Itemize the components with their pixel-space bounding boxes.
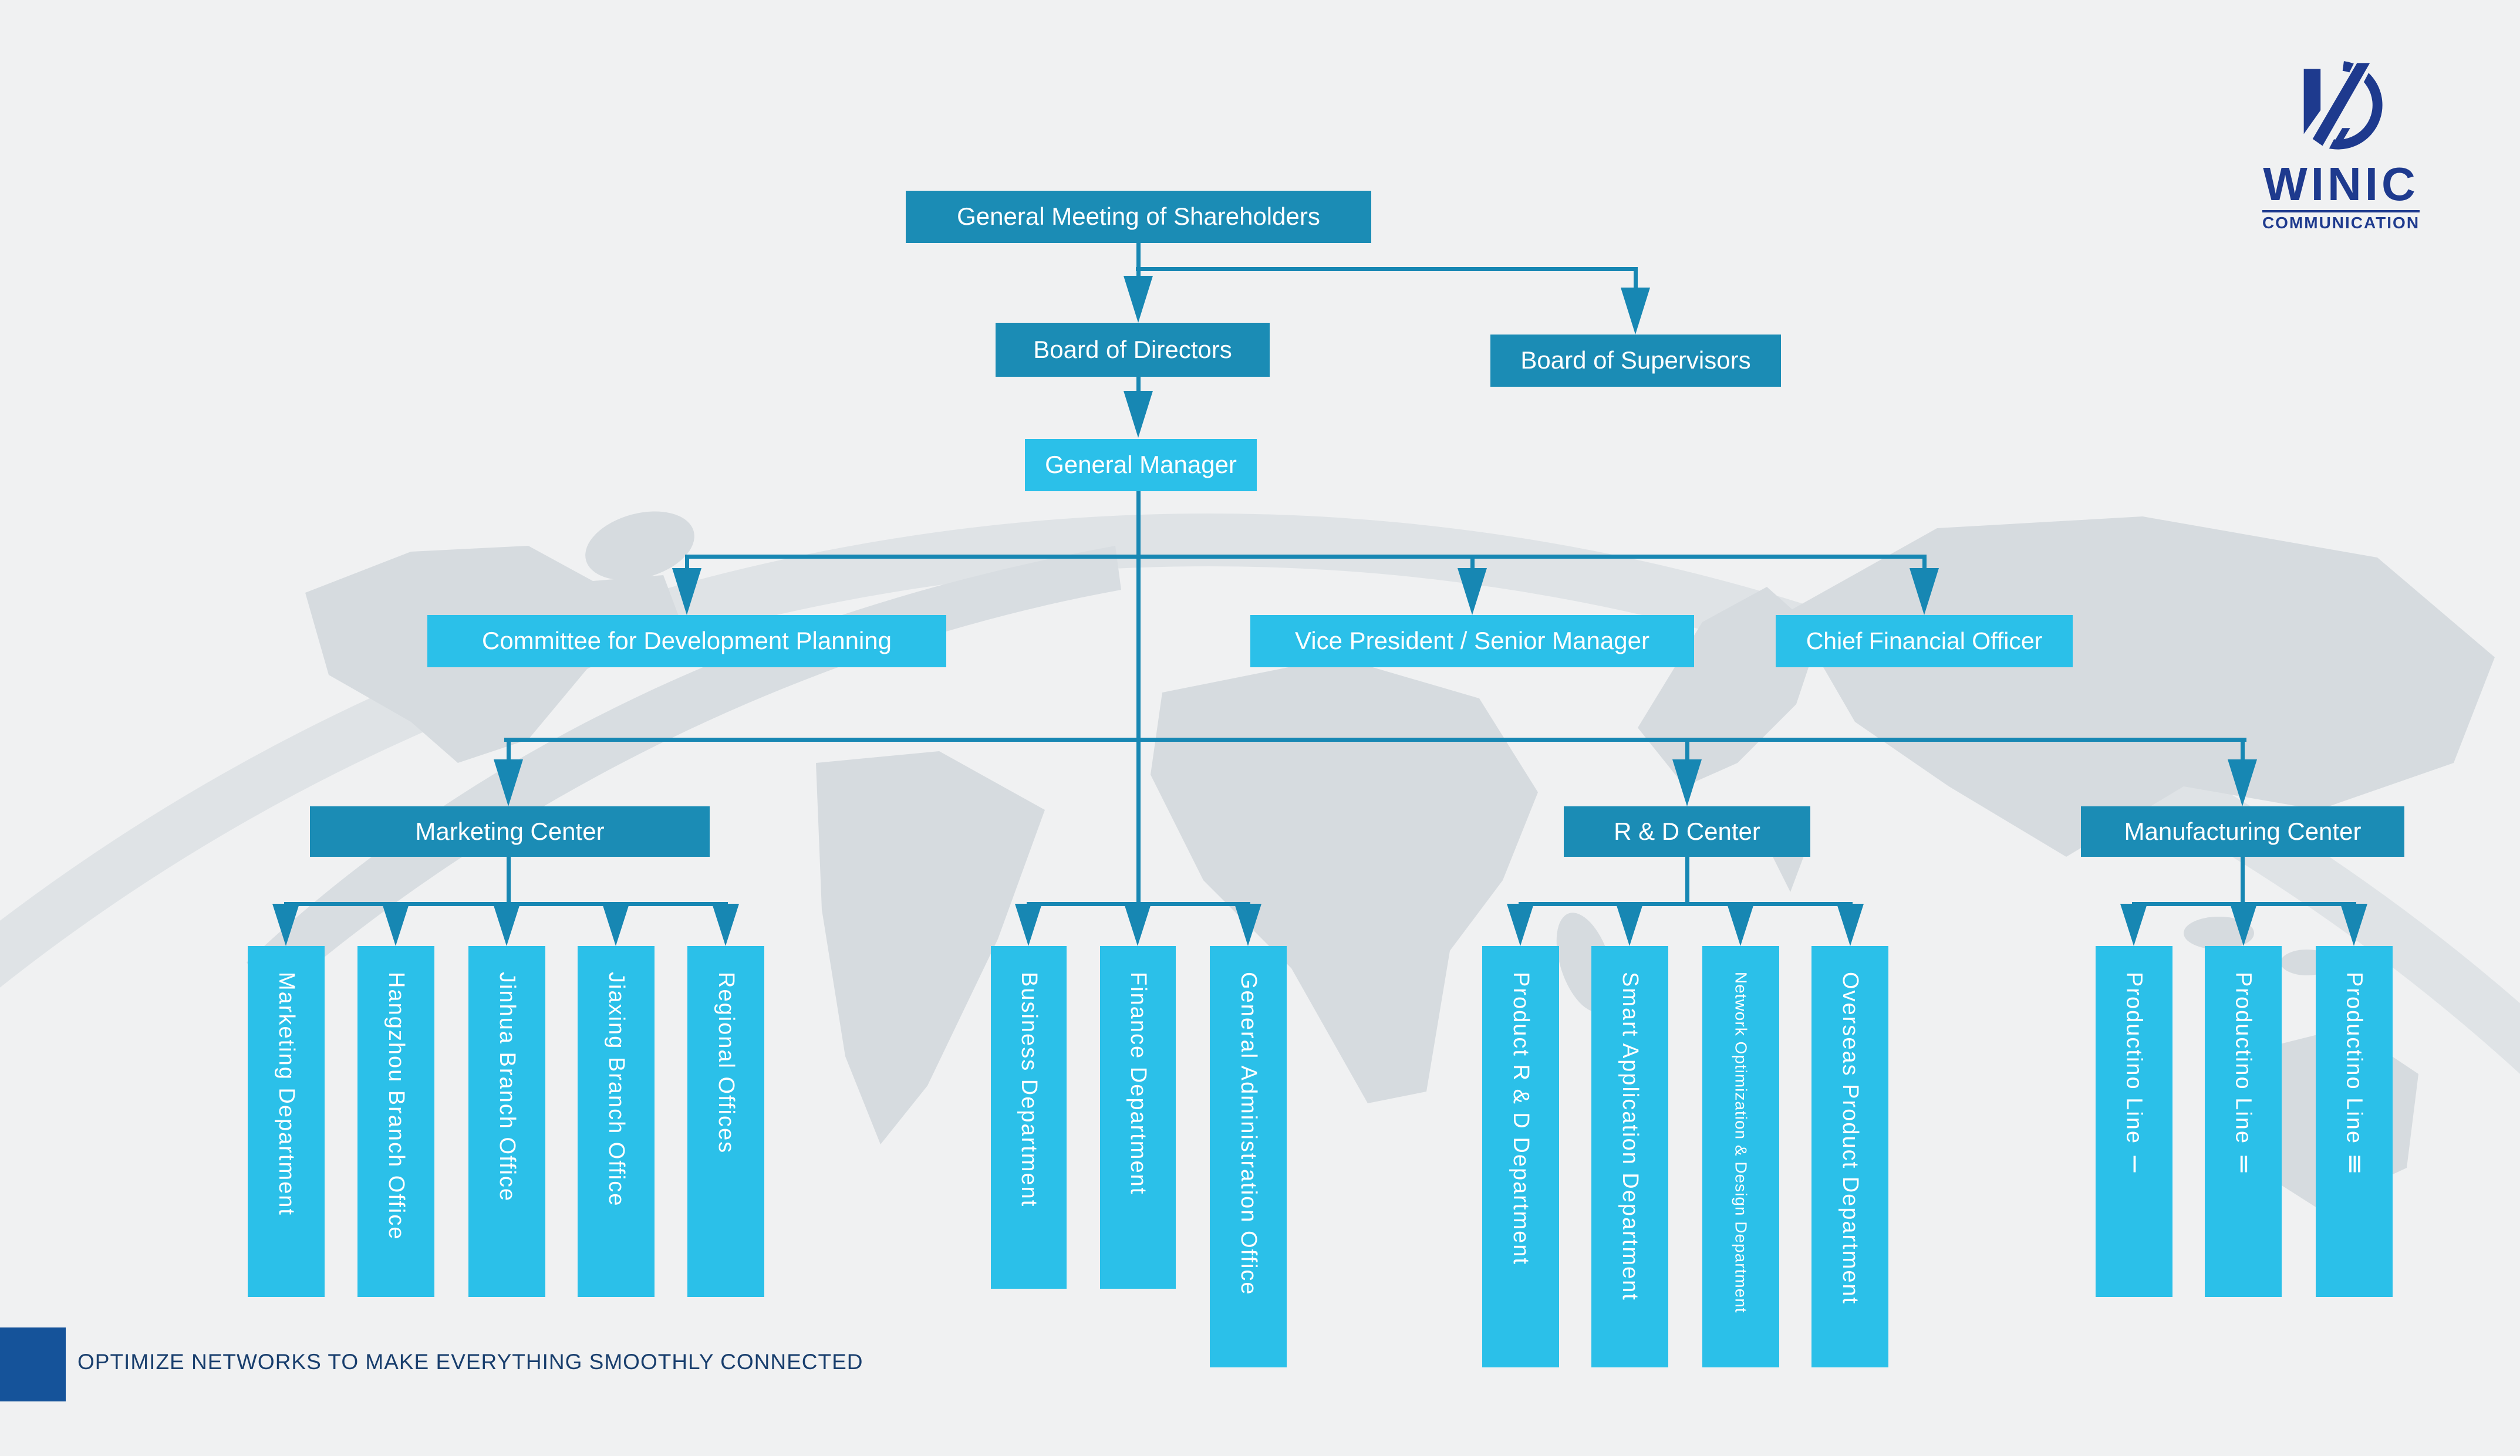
winic-logo-subtext: COMMUNICATION — [2262, 210, 2420, 232]
connector-line — [1136, 377, 1141, 393]
node-finance-department: Finance Department — [1100, 946, 1176, 1289]
winic-logo-text: WINIC — [2263, 158, 2419, 210]
node-chief-financial-officer: Chief Financial Officer — [1776, 615, 2073, 667]
node-product-rd-department: Product R & D Department — [1482, 946, 1559, 1367]
tagline-text: OPTIMIZE NETWORKS TO MAKE EVERYTHING SMO… — [77, 1350, 863, 1374]
connector-line — [685, 555, 1927, 559]
node-board-of-supervisors: Board of Supervisors — [1490, 335, 1781, 387]
node-committee-for-development-planning: Committee for Development Planning — [427, 615, 946, 667]
node-manufacturing-center: Manufacturing Center — [2081, 806, 2404, 857]
connector-line — [685, 555, 689, 571]
node-jiaxing-branch-office: Jiaxing Branch Office — [578, 946, 655, 1297]
node-marketing-department: Marketing Department — [248, 946, 325, 1297]
connector-line — [2241, 857, 2245, 904]
node-business-department: Business Department — [991, 946, 1067, 1289]
connector-line — [507, 738, 511, 762]
winic-logo: WINIC COMMUNICATION — [2253, 61, 2429, 232]
connector-line — [1470, 555, 1475, 571]
node-production-line-3: Productino Line Ⅲ — [2316, 946, 2393, 1297]
connector-line — [1136, 267, 1141, 279]
connector-line — [1136, 491, 1141, 904]
node-vice-president-senior-manager: Vice President / Senior Manager — [1250, 615, 1694, 667]
node-production-line-2: Productino Line Ⅱ — [2205, 946, 2282, 1297]
node-smart-application-department: Smart Application Department — [1591, 946, 1668, 1367]
node-regional-offices: Regional Offices — [687, 946, 764, 1297]
connector-line — [1136, 243, 1141, 269]
node-network-optimization-design-department: Network Optimization & Design Department — [1702, 946, 1779, 1367]
connector-line — [507, 857, 511, 904]
node-overseas-product-department: Overseas Product Department — [1811, 946, 1888, 1367]
connector-line — [1634, 267, 1638, 290]
node-hangzhou-branch-office: Hangzhou Branch Office — [357, 946, 434, 1297]
connector-line — [1136, 267, 1638, 271]
node-marketing-center: Marketing Center — [310, 806, 710, 857]
winic-logo-mark — [2303, 61, 2383, 152]
node-production-line-1: Productino Line Ⅰ — [2096, 946, 2172, 1297]
node-general-manager: General Manager — [1025, 439, 1257, 491]
tagline-accent-square — [0, 1327, 66, 1401]
connector-line — [1519, 902, 1853, 906]
connector-line — [1685, 738, 1689, 762]
connector-line — [1685, 857, 1689, 904]
node-rd-center: R & D Center — [1564, 806, 1810, 857]
node-general-meeting-of-shareholders: General Meeting of Shareholders — [906, 191, 1371, 243]
node-board-of-directors: Board of Directors — [996, 323, 1270, 377]
connector-line — [2241, 738, 2245, 762]
node-general-administration-office: General Administration Office — [1210, 946, 1287, 1367]
connector-line — [504, 738, 2246, 742]
node-jinhua-branch-office: Jinhua Branch Office — [468, 946, 545, 1297]
connector-line — [1922, 555, 1927, 571]
